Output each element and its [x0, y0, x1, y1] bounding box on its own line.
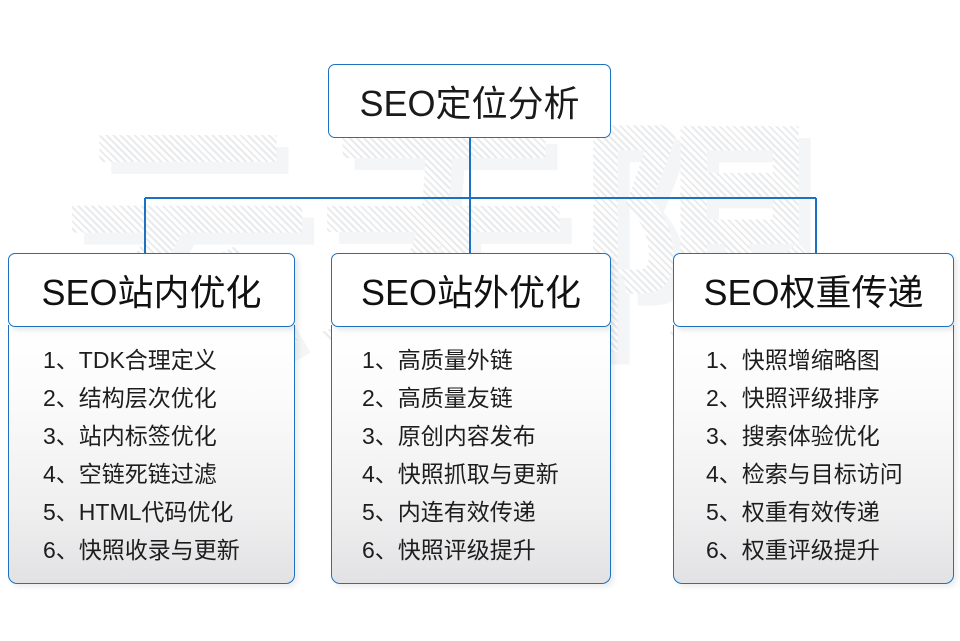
- list-item[interactable]: 1、高质量外链: [362, 347, 513, 374]
- branch-column-2: SEO站外优化 1、高质量外链 2、高质量友链 3、原创内容发布 4、快照抓取与…: [331, 253, 611, 585]
- branch-column-1: SEO站内优化 1、TDK合理定义 2、结构层次优化 3、站内标签优化 4、空链…: [8, 253, 295, 585]
- branch-header-title-2: SEO站外优化: [360, 272, 582, 313]
- list-item[interactable]: 4、快照抓取与更新: [362, 461, 559, 488]
- branch-body-1: 1、TDK合理定义 2、结构层次优化 3、站内标签优化 4、空链死链过滤 5、H…: [8, 325, 295, 585]
- branch-header-1[interactable]: SEO站内优化: [8, 253, 295, 327]
- root-node-title: SEO定位分析: [359, 83, 580, 124]
- list-item[interactable]: 2、结构层次优化: [43, 385, 217, 412]
- list-item[interactable]: 2、快照评级排序: [706, 385, 880, 412]
- branch-header-2[interactable]: SEO站外优化: [331, 253, 611, 327]
- list-item[interactable]: 1、TDK合理定义: [43, 347, 217, 374]
- branch-header-title-1: SEO站内优化: [41, 272, 262, 313]
- branch-header-3[interactable]: SEO权重传递: [673, 253, 954, 327]
- list-item[interactable]: 4、空链死链过滤: [43, 461, 217, 488]
- branch-body-2: 1、高质量外链 2、高质量友链 3、原创内容发布 4、快照抓取与更新 5、内连有…: [331, 325, 611, 585]
- list-item[interactable]: 3、搜索体验优化: [706, 423, 880, 450]
- list-item[interactable]: 5、权重有效传递: [706, 499, 880, 526]
- list-item[interactable]: 5、HTML代码优化: [43, 499, 234, 526]
- branch-header-title-3: SEO权重传递: [703, 272, 924, 313]
- branch-body-3: 1、快照增缩略图 2、快照评级排序 3、搜索体验优化 4、检索与目标访问 5、权…: [673, 325, 954, 585]
- list-item[interactable]: 3、站内标签优化: [43, 423, 217, 450]
- list-item[interactable]: 5、内连有效传递: [362, 499, 536, 526]
- list-item[interactable]: 6、快照评级提升: [362, 537, 536, 564]
- list-item[interactable]: 4、检索与目标访问: [706, 461, 903, 488]
- list-item[interactable]: 2、高质量友链: [362, 385, 513, 412]
- list-item[interactable]: 6、权重评级提升: [706, 537, 880, 564]
- branch-column-3: SEO权重传递 1、快照增缩略图 2、快照评级排序 3、搜索体验优化 4、检索与…: [673, 253, 954, 585]
- list-item[interactable]: 3、原创内容发布: [362, 423, 536, 450]
- list-item[interactable]: 6、快照收录与更新: [43, 537, 240, 564]
- list-item[interactable]: 1、快照增缩略图: [706, 347, 880, 374]
- root-node[interactable]: SEO定位分析: [328, 64, 611, 138]
